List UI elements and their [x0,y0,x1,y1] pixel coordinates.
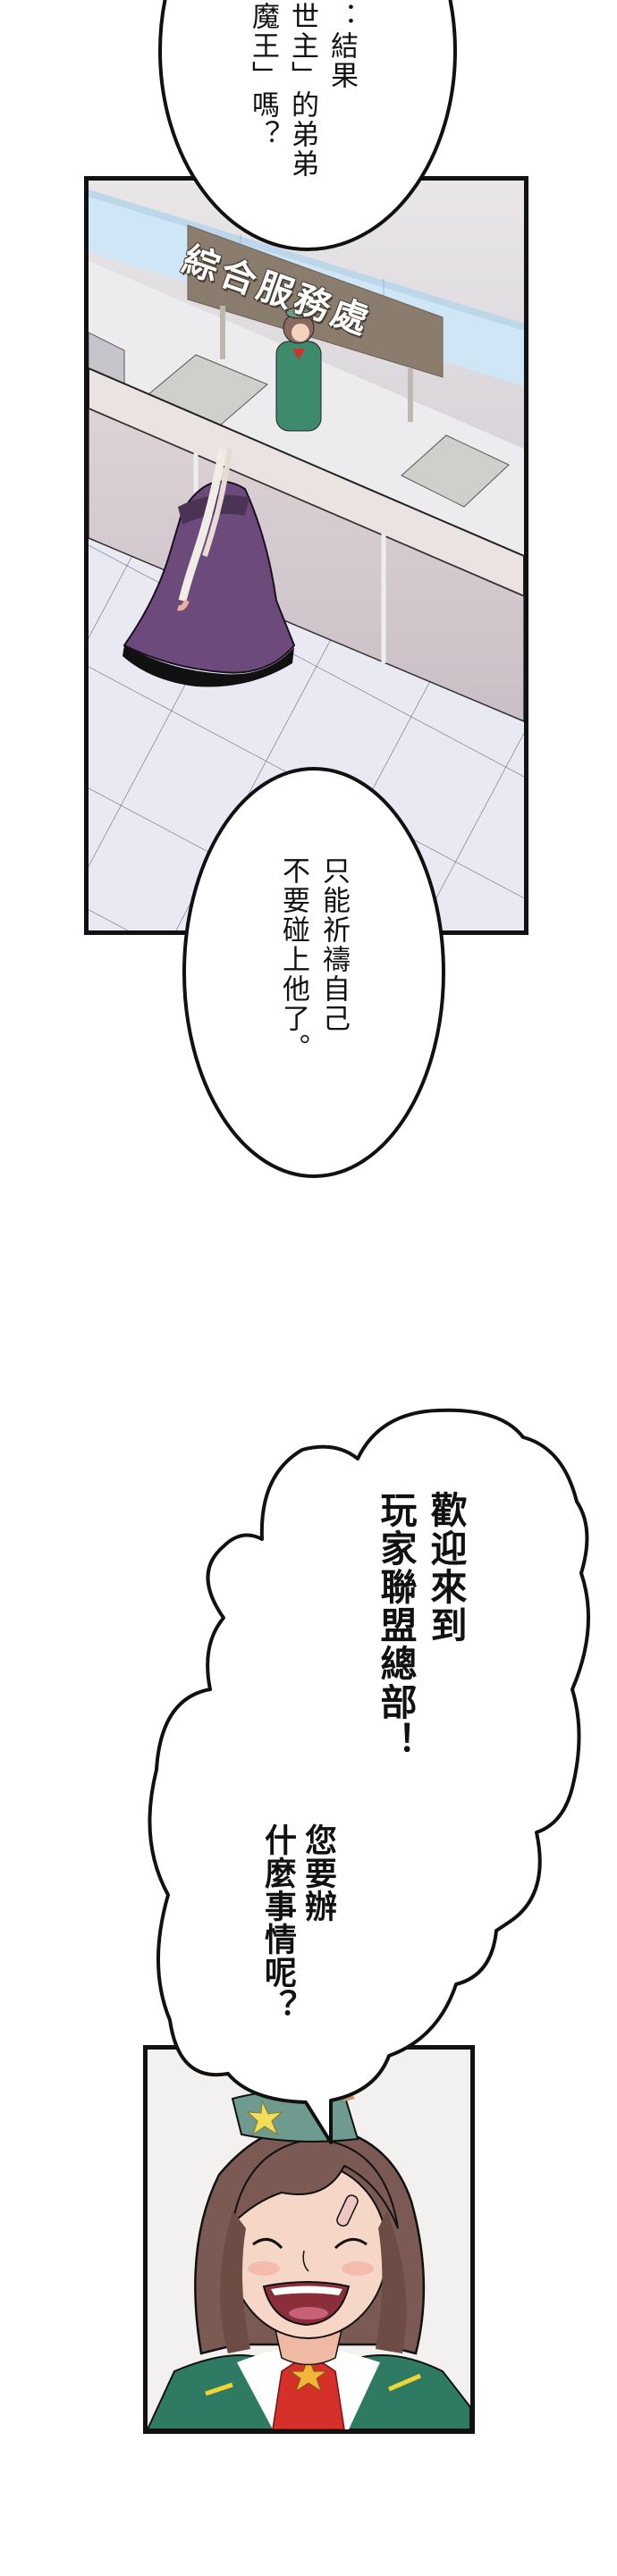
service-desk-sign [187,224,444,378]
bubble-3-line-3: 您要辦 [300,1823,336,1923]
comic-panel-service-hall: 綜合服務處 [84,176,528,935]
speech-bubble-1 [158,0,457,251]
bubble-1-line-3: 魔王」嗎？ [247,2,279,149]
speech-bubble-2 [182,767,445,1178]
bubble-2-line-2: 不要碰上他了。 [277,856,309,1063]
speech-bubble-3-cloud [148,1408,590,2144]
bubble-3-line-2: 玩家聯盟總部！ [374,1491,417,1760]
bubble-1-line-2: 世主」的弟弟 [286,2,318,179]
service-hall-artwork [89,181,524,930]
bubble-3-line-4: 什麼事情呢？ [259,1823,296,2022]
robed-figure [123,448,296,687]
receptionist-figure [275,307,322,432]
bubble-3-line-1: 歡迎來到 [424,1491,467,1645]
receptionist-closeup-artwork [148,2090,470,2429]
bubble-1-line-1: ：結果 [325,2,358,90]
bubble-2-line-1: 只能祈禱自己 [317,856,350,1033]
